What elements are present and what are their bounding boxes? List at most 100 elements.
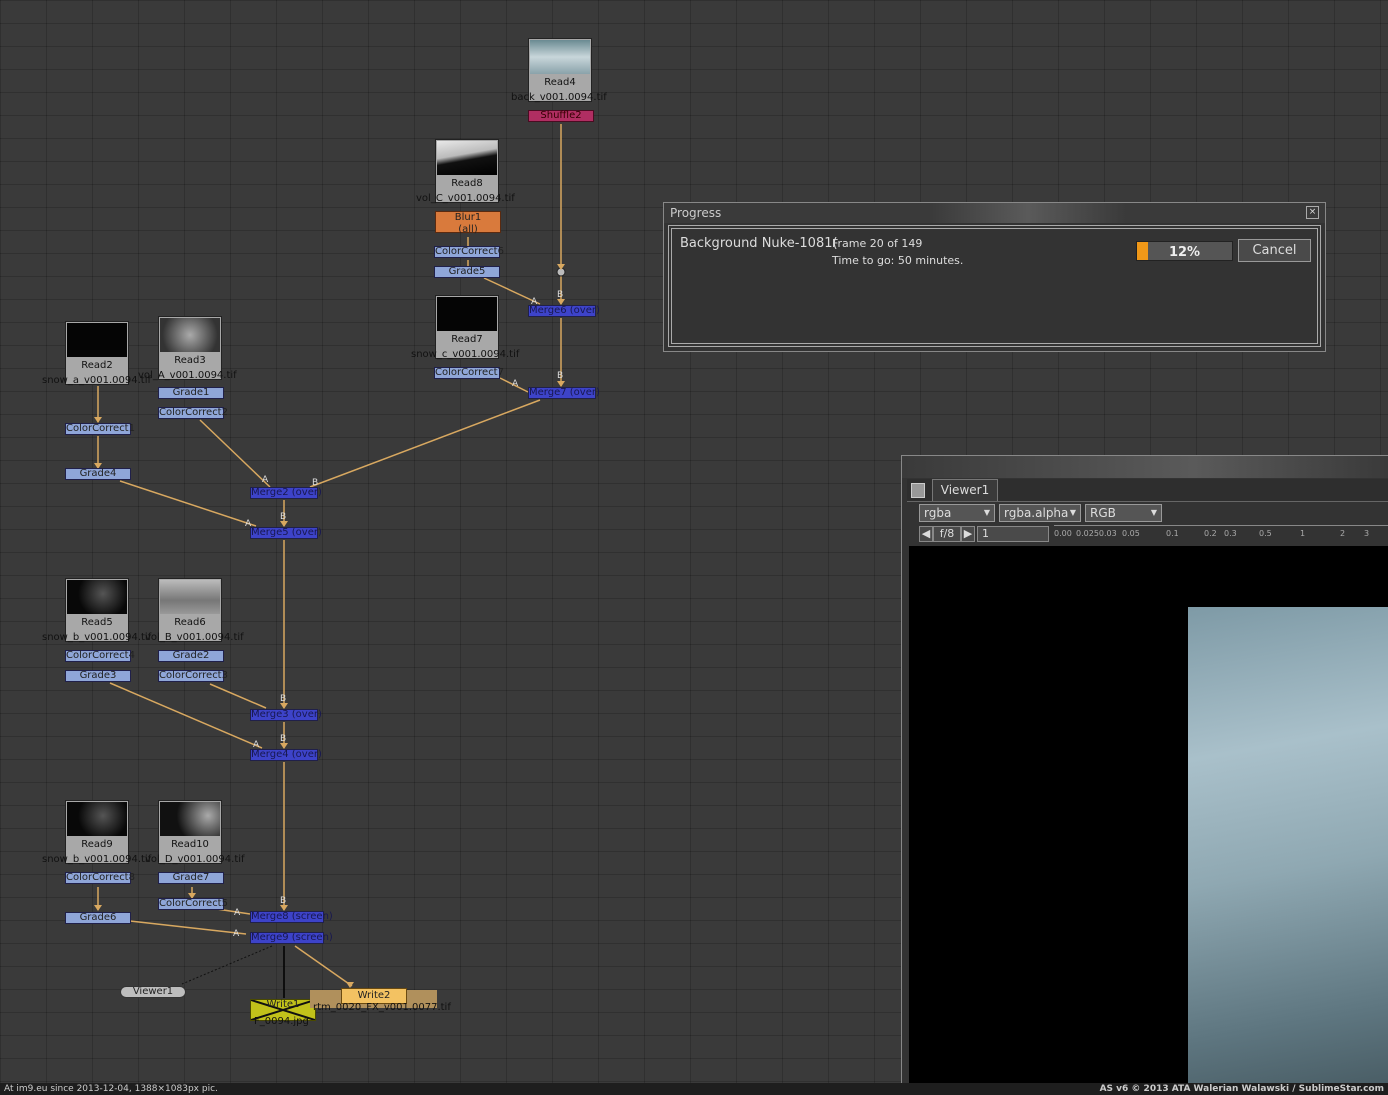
exposure-ruler[interactable]: 0.00 0.0250.03 0.05 0.1 0.2 0.3 0.5 1 2 … — [1054, 525, 1388, 542]
node-colorcorrect6[interactable]: ColorCorrect6 — [434, 246, 504, 258]
node-label: Grade6 — [79, 912, 117, 923]
input-b-label: B — [280, 896, 287, 906]
node-label: ColorCorrect2 — [159, 407, 228, 418]
node-merge2[interactable]: Merge2 (over) — [250, 487, 322, 499]
node-label: Blur1 — [454, 212, 482, 223]
node-merge7[interactable]: Merge7 (over) — [528, 387, 600, 399]
read-thumbnail — [67, 580, 127, 614]
node-grade1[interactable]: Grade1 — [158, 387, 224, 399]
ruler-tick-label: 1 — [1300, 529, 1306, 538]
viewer-image — [1188, 607, 1388, 1083]
panel-menu-icon[interactable] — [911, 483, 925, 498]
colorspace-dropdown[interactable]: RGB▼ — [1085, 504, 1162, 522]
node-grade5[interactable]: Grade5 — [434, 266, 500, 278]
node-merge4[interactable]: Merge4 (over) — [250, 749, 322, 761]
colorspace-value: RGB — [1090, 506, 1116, 520]
fstop-value[interactable]: f/8 — [933, 526, 961, 542]
ruler-tick-label: 2 — [1340, 529, 1346, 538]
read-file-label: snow_b_v001.0094.tif — [42, 632, 152, 643]
node-merge8[interactable]: Merge8 (screen) — [250, 911, 333, 923]
node-grade3[interactable]: Grade3 — [65, 670, 131, 682]
ruler-tick-label: 0.1 — [1166, 529, 1179, 538]
node-grade6[interactable]: Grade6 — [65, 912, 131, 924]
progress-bar: 12% — [1136, 241, 1233, 261]
node-read5[interactable]: Read5 — [65, 578, 129, 642]
node-merge6[interactable]: Merge6 (over) — [528, 305, 600, 317]
node-label: Read4 — [544, 77, 576, 88]
node-wires — [94, 124, 566, 998]
progress-percent: 12% — [1168, 245, 1201, 260]
read-thumbnail — [160, 318, 220, 352]
read-file-label: vol_B_v001.0094.tif — [145, 632, 244, 643]
read-thumbnail — [160, 802, 220, 836]
node-merge3[interactable]: Merge3 (over) — [250, 709, 322, 721]
read-thumbnail — [67, 323, 127, 357]
input-a-label: A — [245, 519, 252, 529]
node-label: Read5 — [81, 617, 113, 628]
node-colorcorrect7[interactable]: ColorCorrect7 — [434, 367, 504, 379]
channels-dropdown[interactable]: rgba▼ — [919, 504, 995, 522]
node-shuffle2[interactable]: Shuffle2 — [528, 110, 594, 122]
progress-title: Progress — [664, 203, 1325, 223]
chevron-down-icon: ▼ — [983, 508, 990, 517]
input-b-label: B — [557, 371, 564, 381]
fstop-increase-button[interactable]: ▶ — [961, 526, 975, 542]
footer-left-text: At im9.eu since 2013-12-04, 1388×1083px … — [4, 1084, 218, 1094]
node-label: Grade4 — [79, 468, 117, 479]
node-label: Read10 — [171, 839, 209, 850]
node-colorcorrect2[interactable]: ColorCorrect2 — [158, 407, 228, 419]
read-file-label: vol_A_v001.0094.tif — [138, 370, 237, 381]
fstop-decrease-button[interactable]: ◀ — [919, 526, 933, 542]
cancel-button[interactable]: Cancel — [1238, 239, 1311, 262]
ruler-tick-label: 0.5 — [1259, 529, 1272, 538]
node-label: Merge7 (over) — [529, 387, 600, 398]
read-thumbnail — [160, 580, 220, 614]
node-read2[interactable]: Read2 — [65, 321, 129, 385]
alpha-channel-dropdown[interactable]: rgba.alpha▼ — [999, 504, 1081, 522]
node-colorcorrect5[interactable]: ColorCorrect5 — [158, 898, 228, 910]
node-colorcorrect4[interactable]: ColorCorrect4 — [65, 650, 135, 662]
node-label: Grade7 — [172, 872, 210, 883]
node-label: Grade3 — [79, 670, 117, 681]
read-file-label: snow_b_v001.0094.tif — [42, 854, 152, 865]
node-label: Merge8 (screen) — [251, 911, 333, 922]
node-grade7[interactable]: Grade7 — [158, 872, 224, 884]
progress-time-to-go: Time to go: 50 minutes. — [832, 254, 964, 267]
input-b-label: B — [280, 694, 287, 704]
node-merge5[interactable]: Merge5 (over) — [250, 527, 322, 539]
node-colorcorrect1[interactable]: ColorCorrect1 — [65, 423, 135, 435]
read-thumbnail — [67, 802, 127, 836]
close-icon[interactable]: × — [1306, 206, 1319, 219]
node-viewer1[interactable]: Viewer1 — [120, 986, 186, 998]
node-grade4[interactable]: Grade4 — [65, 468, 131, 480]
ruler-tick-label: 0.05 — [1122, 529, 1140, 538]
node-read8[interactable]: Read8 — [435, 139, 499, 203]
node-read10[interactable]: Read10 — [158, 800, 222, 864]
node-label: Merge2 (over) — [251, 487, 322, 498]
node-write1-disabled[interactable]: Write1 — [250, 999, 316, 1021]
node-read3[interactable]: Read3 — [158, 316, 222, 380]
node-write2[interactable]: Write2 — [341, 988, 407, 1004]
node-read7[interactable]: Read7 — [435, 295, 499, 359]
node-read4[interactable]: Read4 — [528, 38, 592, 102]
input-a-label: A — [262, 475, 269, 485]
frame-input[interactable]: 1 — [977, 526, 1049, 542]
node-read9[interactable]: Read9 — [65, 800, 129, 864]
input-b-label: B — [557, 290, 564, 300]
node-label: ColorCorrect8 — [66, 872, 135, 883]
ruler-tick-label: 0.2 — [1204, 529, 1217, 538]
node-label: Shuffle2 — [540, 110, 582, 121]
tab-viewer1[interactable]: Viewer1 — [932, 479, 998, 501]
node-grade2[interactable]: Grade2 — [158, 650, 224, 662]
node-label: Read8 — [451, 178, 483, 189]
viewer-canvas[interactable] — [909, 546, 1388, 1083]
node-read6[interactable]: Read6 — [158, 578, 222, 642]
progress-dialog: Progress × Background Nuke-1081( Frame 2… — [663, 202, 1326, 352]
node-blur1[interactable]: Blur1(all) — [435, 211, 501, 235]
alpha-channel-value: rgba.alpha — [1004, 506, 1069, 520]
node-colorcorrect3[interactable]: ColorCorrect3 — [158, 670, 228, 682]
input-a-label: A — [234, 908, 241, 918]
read-file-label: vol_C_v001.0094.tif — [416, 193, 515, 204]
node-colorcorrect8[interactable]: ColorCorrect8 — [65, 872, 135, 884]
node-merge9[interactable]: Merge9 (screen) — [250, 932, 333, 944]
